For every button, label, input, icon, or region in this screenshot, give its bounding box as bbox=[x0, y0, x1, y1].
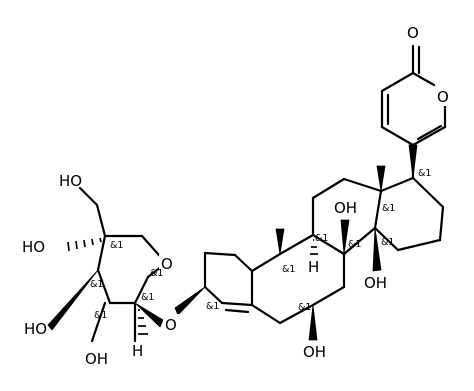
ho-c6prime-label: HO bbox=[59, 172, 82, 190]
carbonyl-oxygen-label: O bbox=[407, 24, 419, 42]
pyranone-ring-oxygen-label: O bbox=[437, 88, 449, 106]
stereo-mark: &1 bbox=[348, 239, 361, 250]
atom-labels: O O O O OH OH OH HO HO HO OH H H bbox=[22, 22, 453, 368]
oh-c14-label: OH bbox=[364, 274, 387, 292]
bonds bbox=[78, 44, 447, 343]
stereo-mark: &1 bbox=[141, 292, 154, 303]
oh-c6-label: OH bbox=[303, 343, 326, 361]
stereo-mark: &1 bbox=[110, 240, 123, 251]
oh-c2prime-label: OH bbox=[85, 350, 108, 368]
stereo-mark: &1 bbox=[94, 310, 107, 321]
stereo-mark: &1 bbox=[315, 233, 328, 244]
stereo-mark: &1 bbox=[298, 302, 311, 313]
glycosidic-oxygen-label: O bbox=[165, 316, 177, 334]
stereo-mark: &1 bbox=[381, 237, 394, 248]
stereo-mark: &1 bbox=[90, 279, 103, 290]
stereo-mark: &1 bbox=[150, 268, 163, 279]
ho-c4prime-label: HO bbox=[22, 238, 45, 256]
stereo-mark: &1 bbox=[206, 301, 219, 312]
stereo-mark: &1 bbox=[382, 203, 395, 214]
wedge-bonds bbox=[47, 144, 418, 341]
h-c1prime-label: H bbox=[132, 342, 143, 360]
sugar-ring-oxygen-label: O bbox=[161, 255, 173, 273]
stereo-mark: &1 bbox=[282, 264, 295, 275]
hashed-bonds bbox=[67, 237, 318, 335]
oh-c8-label: OH bbox=[334, 199, 357, 217]
h-c9-label: H bbox=[308, 258, 319, 276]
stereo-marks: &1 &1 &1 &1 &1 &1 &1 &1 &1 &1 &1 &1 &1 bbox=[90, 168, 431, 321]
stereo-mark: &1 bbox=[418, 168, 431, 179]
ho-c3prime-label: HO bbox=[24, 320, 47, 338]
